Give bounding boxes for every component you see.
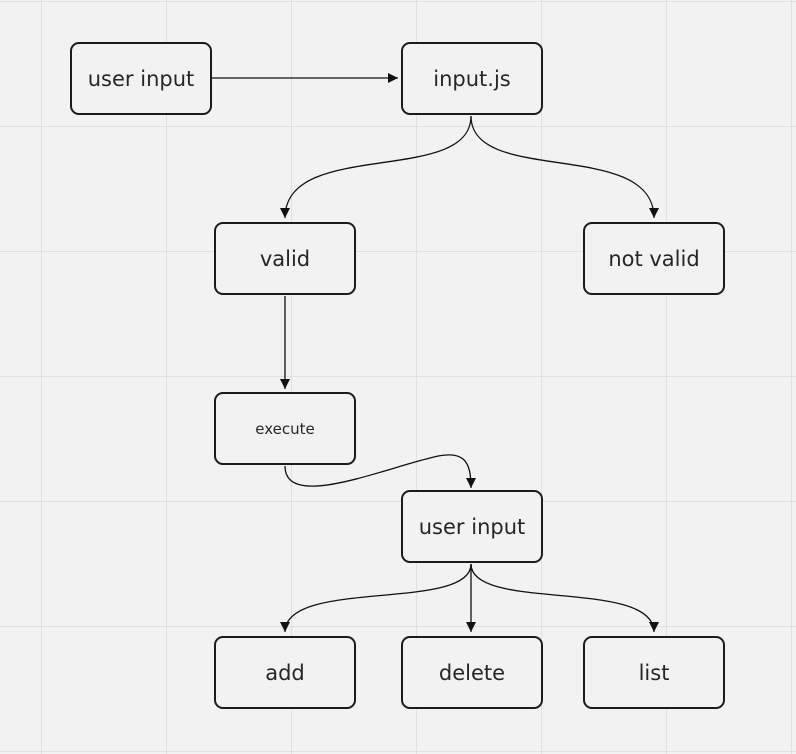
node-not-valid-label: not valid [608, 246, 700, 271]
node-execute-label: execute [255, 419, 315, 438]
edge-input-js-to-valid[interactable] [280, 115, 472, 219]
node-add[interactable]: add [214, 636, 356, 709]
edge-user-input-to-add[interactable] [280, 563, 472, 633]
edge-execute-to-user-input[interactable] [284, 454, 476, 489]
node-user-input-start[interactable]: user input [70, 42, 212, 115]
node-delete-label: delete [438, 660, 506, 685]
node-list-label: list [638, 660, 670, 685]
node-user-input-second[interactable]: user input [401, 490, 543, 563]
node-valid-label: valid [259, 246, 311, 271]
node-input-js-label: input.js [433, 66, 511, 91]
edge-user-input-to-list[interactable] [470, 563, 659, 633]
node-list[interactable]: list [583, 636, 725, 709]
node-not-valid[interactable]: not valid [583, 222, 725, 295]
node-input-js[interactable]: input.js [401, 42, 543, 115]
node-valid[interactable]: valid [214, 222, 356, 295]
node-execute[interactable]: execute [214, 392, 356, 465]
node-user-input-second-label: user input [418, 514, 526, 539]
node-add-label: add [265, 660, 305, 685]
edge-input-js-to-not-valid[interactable] [470, 115, 659, 219]
node-delete[interactable]: delete [401, 636, 543, 709]
node-user-input-start-label: user input [87, 66, 195, 91]
